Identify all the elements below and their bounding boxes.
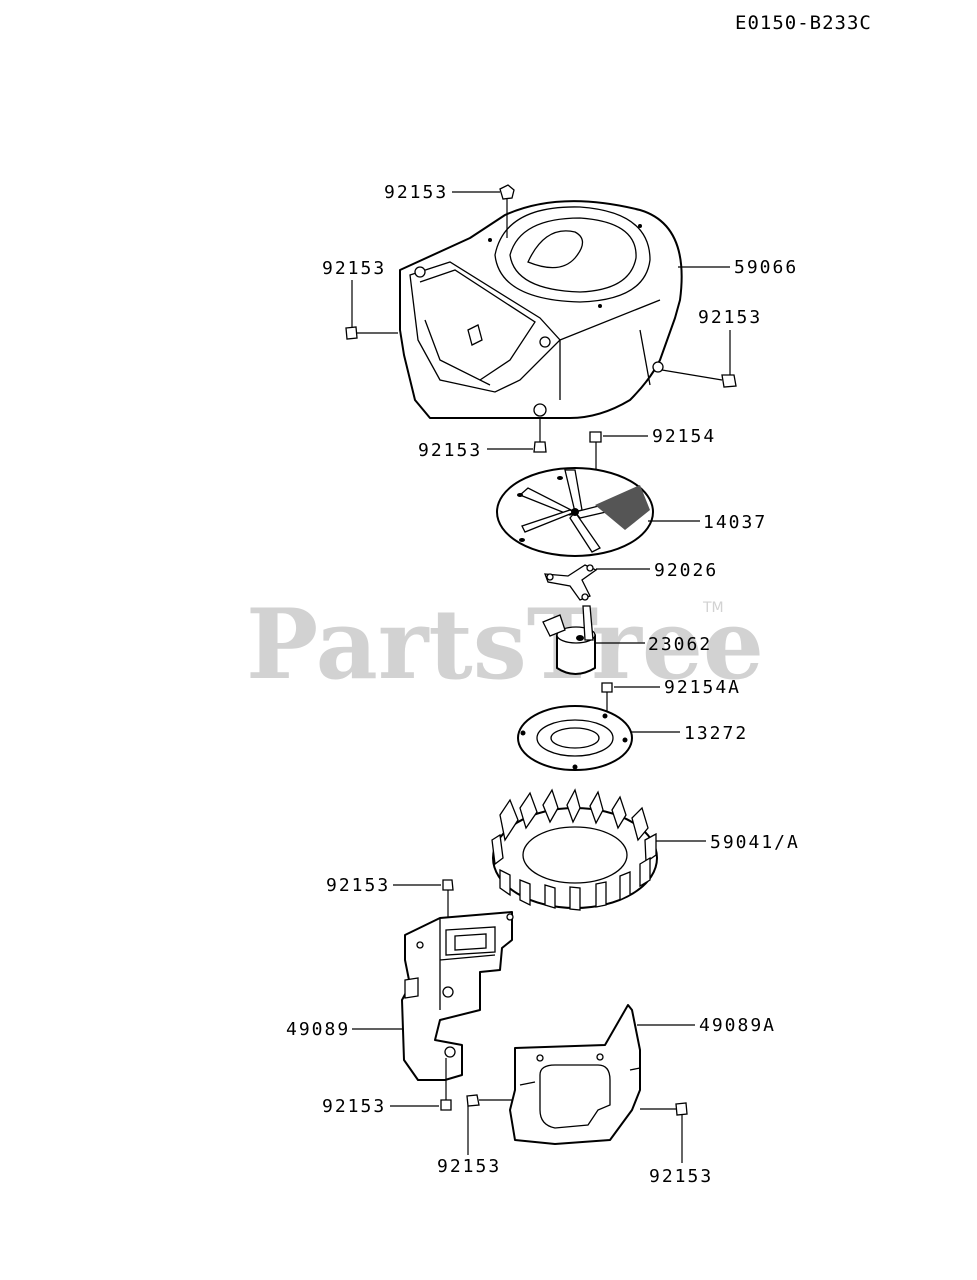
bolt-icon[interactable] <box>345 326 398 340</box>
pulley-plate-part[interactable] <box>517 705 633 771</box>
callout-92153-left[interactable]: 92153 <box>322 258 386 279</box>
diagram-code: E0150-B233C <box>735 12 872 34</box>
callout-92154A[interactable]: 92154A <box>664 677 741 698</box>
bolt-icon[interactable] <box>440 1058 452 1111</box>
watermark-brand: PartsTree <box>246 588 764 701</box>
starter-cup-part[interactable] <box>542 605 596 675</box>
bolt-icon[interactable] <box>533 418 547 453</box>
bolt-icon[interactable] <box>640 1102 688 1116</box>
callout-49089A[interactable]: 49089A <box>699 1015 776 1036</box>
bolt-icon[interactable] <box>661 369 737 388</box>
callout-23062[interactable]: 23062 <box>648 634 712 655</box>
bolt-icon[interactable] <box>442 879 454 918</box>
rotating-screen-part[interactable] <box>496 467 654 557</box>
callout-92153-top[interactable]: 92153 <box>384 182 448 203</box>
callout-59041A[interactable]: 59041/A <box>710 832 800 853</box>
lower-shroud-part[interactable] <box>509 1004 641 1145</box>
spider-bracket-part[interactable] <box>544 564 598 601</box>
bolt-icon[interactable] <box>601 682 613 720</box>
callout-59066[interactable]: 59066 <box>734 257 798 278</box>
callout-92026[interactable]: 92026 <box>654 560 718 581</box>
bolt-icon[interactable] <box>466 1094 512 1107</box>
watermark: PartsTree TM <box>246 588 764 701</box>
cooling-fan-part[interactable] <box>491 788 658 911</box>
callout-92153-shroud-bottom[interactable]: 92153 <box>322 1096 386 1117</box>
callout-13272[interactable]: 13272 <box>684 723 748 744</box>
callout-92153-right[interactable]: 92153 <box>698 307 762 328</box>
callout-92153-shroud-top[interactable]: 92153 <box>326 875 390 896</box>
callout-49089[interactable]: 49089 <box>286 1019 350 1040</box>
callout-92154[interactable]: 92154 <box>652 426 716 447</box>
callout-92153-bottom-left[interactable]: 92153 <box>437 1156 501 1177</box>
blower-housing-part[interactable] <box>399 200 683 419</box>
callout-14037[interactable]: 14037 <box>703 512 767 533</box>
watermark-trademark: TM <box>702 600 724 616</box>
side-shroud-part[interactable] <box>401 911 514 1081</box>
callout-92153-bottom-right[interactable]: 92153 <box>649 1166 713 1187</box>
callout-92153-mid[interactable]: 92153 <box>418 440 482 461</box>
bolt-icon[interactable] <box>499 184 515 238</box>
